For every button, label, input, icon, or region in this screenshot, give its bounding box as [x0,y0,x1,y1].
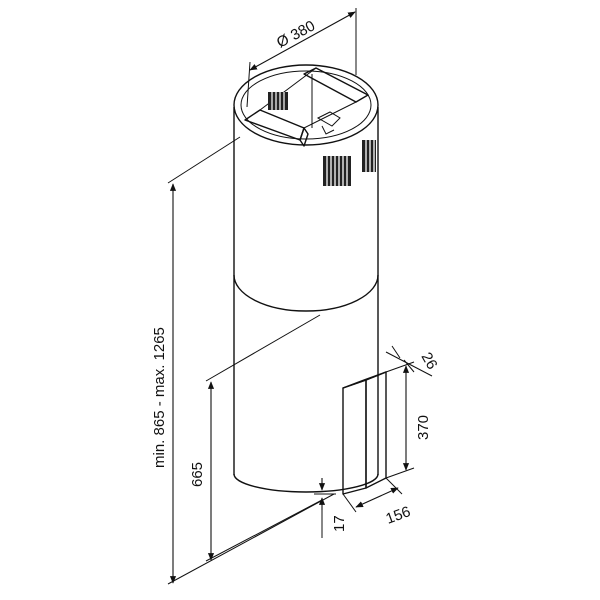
lower-height-label: 665 [189,462,206,487]
handle-height-label: 370 [415,415,432,440]
diameter-label: Ø 380 [274,17,318,51]
handle-front-face [343,380,366,494]
dimension-handle-depth: 26 [386,346,441,376]
cylinder-top-rim-outer [234,65,378,145]
cylinder-bottom-edge [234,474,378,492]
handle-depth-label: 26 [418,350,441,373]
bottom-offset-label: 17 [331,515,348,532]
handle-bar [343,372,386,494]
dimension-handle-width: 156 [343,478,413,528]
hood-cylinder [234,65,378,492]
cylinder-top-rim-inner [241,71,371,139]
exhaust-vent-grille [323,140,376,186]
fan-motor-detail-2 [322,126,334,134]
dimension-diameter: Ø 380 [247,8,356,107]
height-range-label: min. 865 - max. 1265 [151,327,168,468]
handle-side-face [366,372,386,488]
dimension-height-range: min. 865 - max. 1265 [151,137,334,584]
telescopic-joint-line [234,275,378,311]
bracket-bar-end [300,128,308,146]
dimension-lower-height: 665 [189,315,322,561]
handle-width-label: 156 [384,503,413,528]
dimension-handle-height: 370 [386,362,432,478]
inner-vent-block [268,92,288,110]
